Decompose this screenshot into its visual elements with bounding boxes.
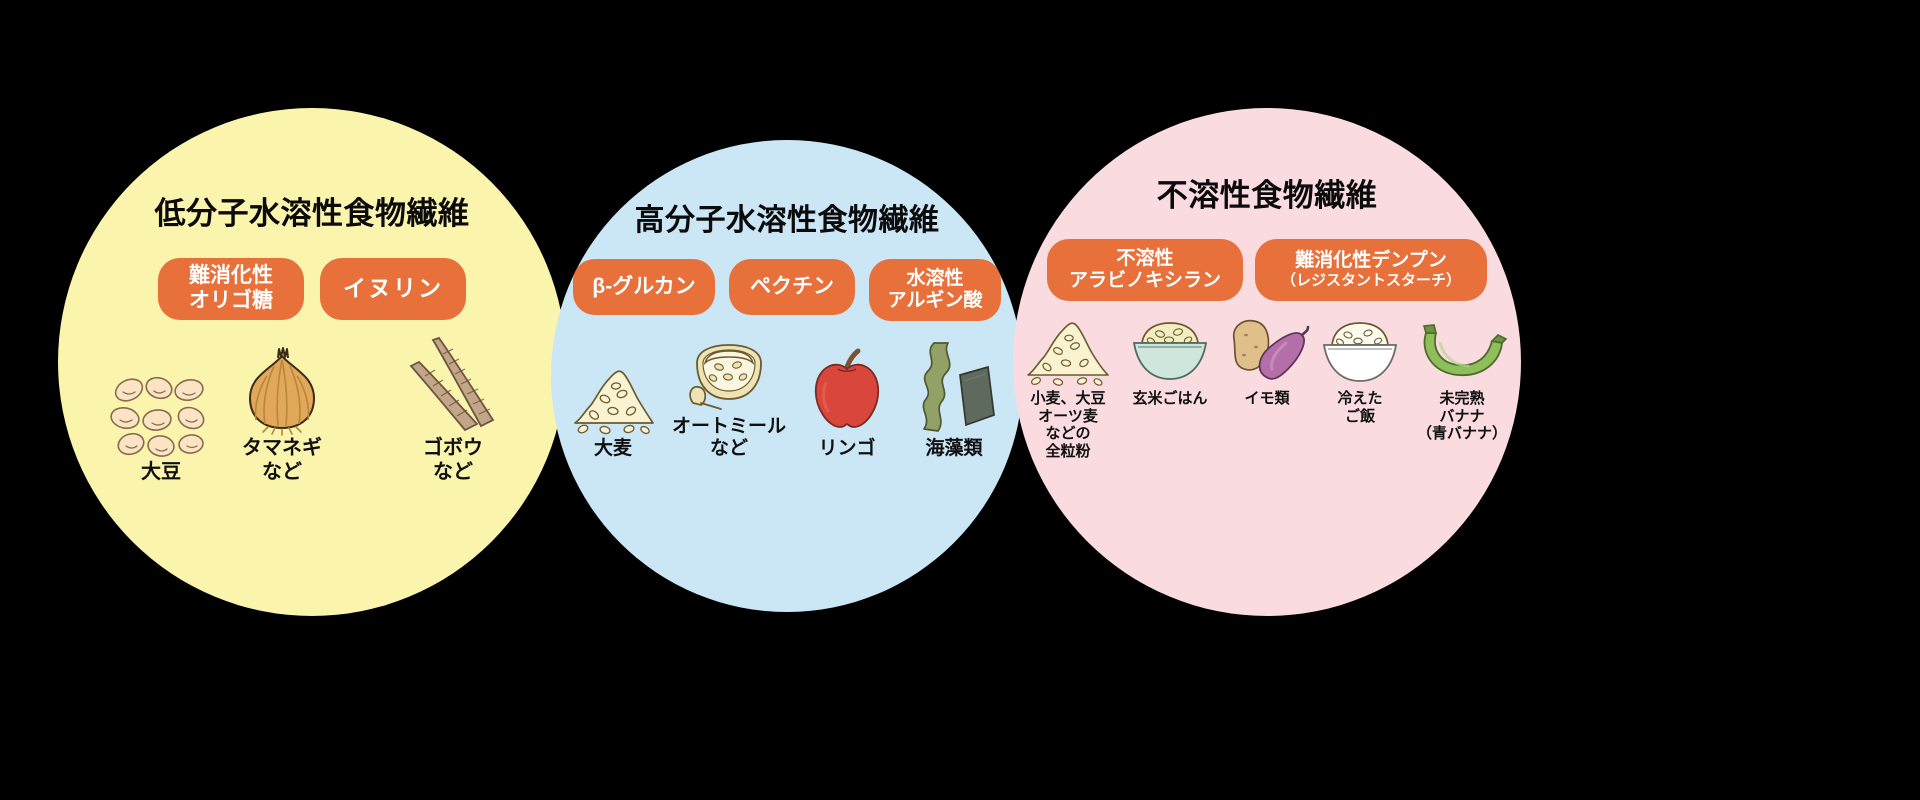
apple-icon [806, 348, 888, 433]
food-item: イモ類 [1224, 309, 1310, 408]
food-row: 小麦、大豆 オーツ麦 などの 全粒粉 [1013, 309, 1521, 461]
food-item: ゴボウ など [388, 336, 518, 484]
food-item: 未完熟 バナナ （青バナナ） [1410, 309, 1514, 443]
pill-line-2: アラビノキシラン [1068, 270, 1221, 291]
food-row: 大麦 [551, 333, 1023, 461]
pill-resistant-starch[interactable]: 難消化性デンプン （レジスタントスターチ） [1255, 239, 1487, 301]
food-label: 海藻類 [925, 438, 983, 460]
food-item: リンゴ [799, 348, 895, 460]
food-label: 小麦、大豆 オーツ麦 などの 全粒粉 [1030, 390, 1106, 461]
food-label: 冷えた ご飯 [1337, 390, 1383, 425]
burdock-icon [399, 336, 507, 432]
potato-sweetpotato-icon [1226, 309, 1310, 385]
pill-line-2: （レジスタントスターチ） [1280, 272, 1461, 290]
pill-alginic-acid[interactable]: 水溶性 アルギン酸 [869, 259, 1001, 321]
pill-line-2: アルギン酸 [887, 290, 983, 311]
green-banana-icon [1414, 309, 1510, 385]
food-label: 未完熟 バナナ （青バナナ） [1416, 390, 1507, 443]
pill-beta-glucan[interactable]: β-グルカン [573, 259, 715, 315]
food-label: イモ類 [1244, 390, 1290, 407]
food-label: 大豆 [141, 460, 181, 483]
pill-row: 難消化性 オリゴ糖 イヌリン [158, 258, 466, 320]
oatmeal-bowl-icon [677, 333, 781, 411]
food-item: タマネギ など [222, 346, 342, 484]
pill-line-1: 難消化性デンプン [1295, 249, 1447, 271]
onion-icon [234, 346, 330, 436]
food-item: 海藻類 [901, 341, 1007, 460]
food-label: 大麦 [593, 438, 632, 460]
pill-line-1: ペクチン [750, 274, 834, 298]
pill-row: β-グルカン ペクチン 水溶性 アルギン酸 [573, 259, 1001, 321]
food-label: 玄米ごはん [1132, 390, 1208, 407]
pill-line-1: 不溶性 [1116, 247, 1174, 269]
pill-line-1: β-グルカン [592, 274, 696, 298]
group-title: 低分子水溶性食物繊維 [154, 196, 470, 231]
brown-rice-bowl-icon [1122, 309, 1218, 385]
soybeans-icon [109, 374, 213, 457]
food-item: 大豆 [106, 374, 216, 485]
group-card-high-molecular-soluble: 高分子水溶性食物繊維 β-グルカン ペクチン 水溶性 アルギン酸 [551, 140, 1023, 612]
food-label: リンゴ [818, 438, 876, 460]
group-card-low-molecular-soluble: 低分子水溶性食物繊維 難消化性 オリゴ糖 イヌリン [58, 108, 566, 616]
food-row: 大豆 [58, 336, 566, 484]
group-title: 不溶性食物繊維 [1156, 178, 1378, 213]
food-item: 小麦、大豆 オーツ麦 などの 全粒粉 [1020, 309, 1116, 461]
pill-arabinoxylan[interactable]: 不溶性 アラビノキシラン [1047, 239, 1243, 301]
group-title: 高分子水溶性食物繊維 [634, 204, 940, 237]
pill-line-1: イヌリン [343, 275, 443, 302]
pill-line-1: 難消化性 [189, 264, 273, 288]
food-item: オートミール など [665, 333, 793, 461]
wholegrain-flour-icon [1022, 309, 1114, 386]
seaweed-icon [908, 341, 1000, 433]
cold-rice-bowl-icon [1314, 309, 1406, 385]
pill-pectin[interactable]: ペクチン [729, 259, 855, 315]
food-item: 冷えた ご飯 [1312, 309, 1408, 425]
food-label: タマネギ など [242, 437, 322, 483]
food-label: ゴボウ など [423, 437, 483, 483]
food-item: 玄米ごはん [1118, 309, 1222, 408]
food-item: 大麦 [567, 359, 659, 460]
pill-row: 不溶性 アラビノキシラン 難消化性デンプン （レジスタントスターチ） [1047, 239, 1487, 301]
pill-line-1: 水溶性 [906, 267, 964, 289]
pill-line-2: オリゴ糖 [189, 289, 273, 312]
barley-pile-icon [567, 359, 659, 435]
food-label: オートミール など [671, 416, 786, 460]
group-card-insoluble: 不溶性食物繊維 不溶性 アラビノキシラン 難消化性デンプン （レジスタントスター… [1013, 108, 1521, 616]
pill-inulin[interactable]: イヌリン [320, 258, 466, 320]
pill-oligosaccharide[interactable]: 難消化性 オリゴ糖 [158, 258, 304, 320]
